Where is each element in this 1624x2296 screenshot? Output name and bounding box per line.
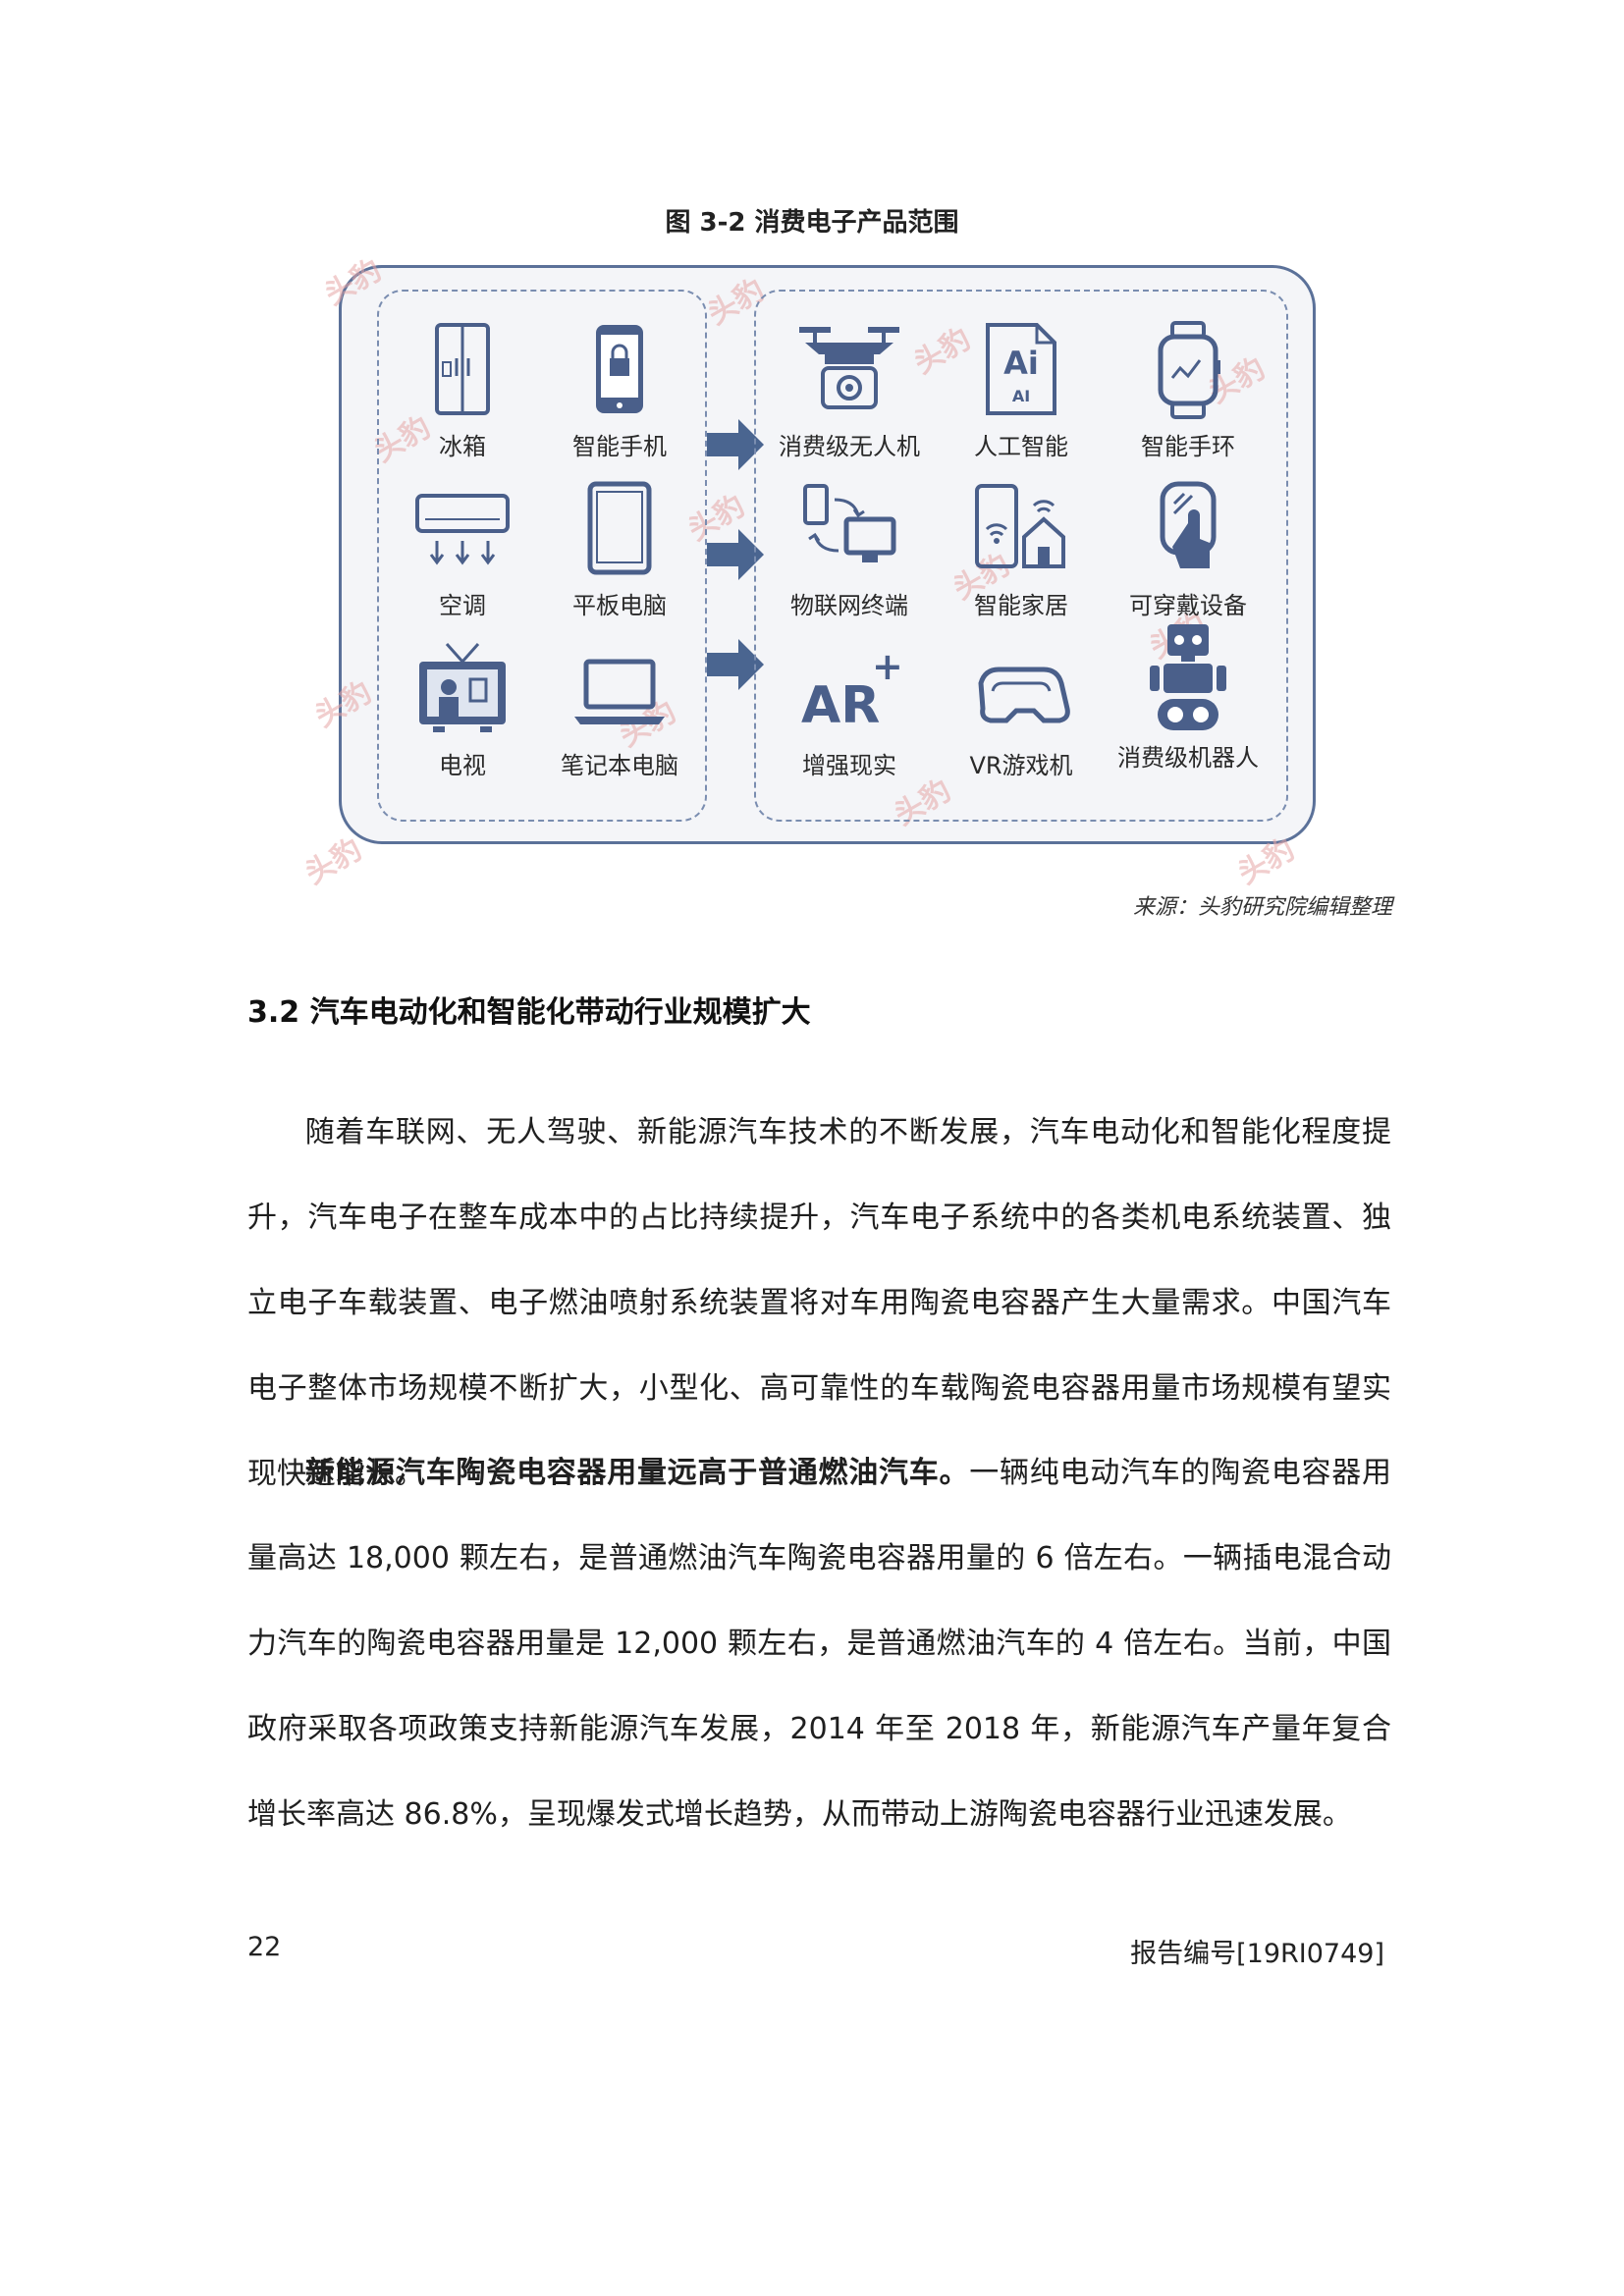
paragraph-2-lead: 新能源汽车陶瓷电容器用量远高于普通燃油汽车。 [304,1456,970,1490]
wearable-icon [1160,481,1217,568]
item-smartphone: 智能手机 [536,321,703,468]
emerging-products-panel: 消费级无人机 Ai AI 人工智能 智能手环 [754,290,1288,822]
item-label: 智能手环 [1141,433,1235,460]
laptop-icon [574,659,665,724]
item-label: 消费级机器人 [1117,744,1259,772]
smart-home-icon [975,484,1065,568]
fridge-icon [435,323,490,415]
item-label: 可穿戴设备 [1129,592,1247,619]
paragraph-1: 随着车联网、无人驾驶、新能源汽车技术的不断发展，汽车电动化和智能化程度提升，汽车… [247,1090,1391,1517]
tv-icon [419,643,506,732]
watermark-logo: 头豹 [309,674,378,735]
section-heading: 3.2 汽车电动化和智能化带动行业规模扩大 [247,995,811,1030]
item-label: 物联网终端 [790,592,908,619]
page-number: 22 [247,1932,282,1962]
watermark-logo: 头豹 [319,252,388,313]
item-smartwatch: 智能手环 [1105,321,1272,468]
paragraph-2-text: 一辆纯电动汽车的陶瓷电容器用量高达 18,000 颗左右，是普通燃油汽车陶瓷电容… [247,1456,1391,1832]
smartwatch-icon [1158,321,1220,419]
item-wearable: 可穿戴设备 [1105,480,1272,627]
ai-glyph: Ai [1003,345,1039,382]
item-label: 平板电脑 [572,592,667,619]
vr-icon [978,667,1070,723]
item-fridge: 冰箱 [379,321,546,468]
item-ar: AR + 增强现实 [766,640,933,787]
traditional-products-panel: 冰箱 智能手机 空调 [377,290,707,822]
item-label: 消费级无人机 [779,433,920,460]
item-label: 空调 [439,592,486,619]
item-label: 冰箱 [439,433,486,460]
item-tablet: 平板电脑 [536,480,703,627]
ar-plus-glyph: + [872,645,903,688]
item-air-conditioner: 空调 [379,480,546,627]
air-conditioner-icon [415,494,510,565]
figure-title: 图 3-2 消费电子产品范围 [665,208,959,238]
tablet-icon [587,481,652,575]
item-ai: Ai AI 人工智能 [938,321,1105,468]
report-id: 报告编号[19RI0749] [1130,1939,1384,1969]
robot-icon [1150,624,1226,730]
item-label: 智能家居 [974,592,1068,619]
watermark-logo: 头豹 [299,831,368,892]
item-iot: 物联网终端 [766,480,933,627]
ai-icon: Ai AI [986,323,1056,415]
item-label: 增强现实 [802,752,896,779]
item-label: VR游戏机 [969,752,1073,779]
item-label: 智能手机 [572,433,667,460]
item-laptop: 笔记本电脑 [536,640,703,787]
ar-icon: AR + [801,645,903,735]
item-robot: 消费级机器人 [1105,620,1272,772]
arrow-right-icon [707,529,764,580]
smartphone-icon [596,325,643,413]
ar-glyph: AR [801,676,880,735]
paragraph-1-text: 随着车联网、无人驾驶、新能源汽车技术的不断发展，汽车电动化和智能化程度提升，汽车… [247,1115,1391,1491]
arrow-right-icon [707,639,764,690]
item-tv: 电视 [379,640,546,787]
drone-icon [799,327,899,409]
paragraph-2: 新能源汽车陶瓷电容器用量远高于普通燃油汽车。一辆纯电动汽车的陶瓷电容器用量高达 … [247,1430,1391,1857]
watermark-logo: 头豹 [1232,831,1301,892]
item-smart-home: 智能家居 [938,480,1105,627]
ai-sub-glyph: AI [1012,387,1030,405]
arrow-right-icon [707,419,764,470]
iot-icon [803,484,896,562]
item-label: 电视 [439,752,486,779]
consumer-electronics-diagram: 头豹 头豹 头豹 头豹 头豹 头豹 头豹 头豹 头豹 头豹 头豹 头豹 头豹 冰… [299,253,1316,891]
item-label: 笔记本电脑 [561,752,678,779]
item-drone: 消费级无人机 [766,321,933,468]
item-label: 人工智能 [974,433,1068,460]
item-vr: VR游戏机 [938,640,1105,787]
figure-source: 来源：头豹研究院编辑整理 [1132,895,1392,920]
